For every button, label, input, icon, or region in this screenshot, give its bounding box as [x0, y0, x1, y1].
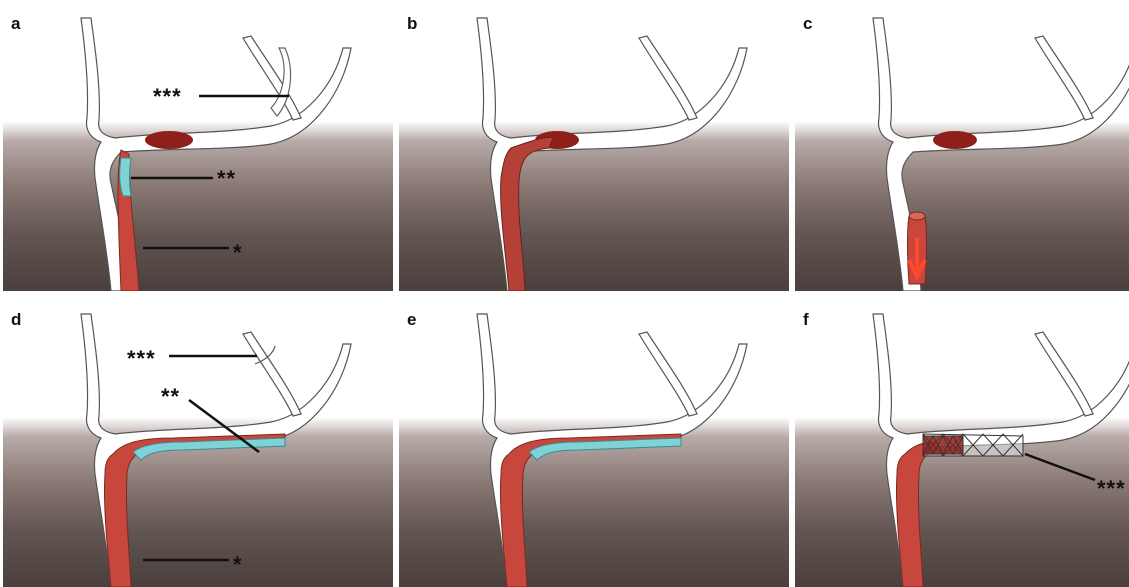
clot [145, 131, 193, 149]
panel-label-a: a [11, 14, 20, 34]
panel-f: f *** [795, 304, 1129, 587]
inner-catheter [120, 158, 131, 196]
panel-label-d: d [11, 310, 21, 330]
panel-d-illustration [3, 304, 393, 587]
annotation-inner-catheter-a: ** [217, 166, 236, 192]
panel-label-c: c [803, 14, 812, 34]
panel-e-illustration [399, 304, 789, 587]
annotation-guide-catheter-d: * [233, 552, 243, 578]
panel-d: d *** ** * [3, 304, 393, 587]
stent [923, 434, 1023, 456]
panel-b-illustration [399, 8, 789, 291]
annotation-stent-f: *** [1097, 476, 1126, 502]
annotation-inner-catheter-d: ** [161, 384, 180, 410]
panel-c: c [795, 8, 1129, 291]
panel-c-illustration [795, 8, 1129, 291]
panel-e: e [399, 304, 789, 587]
annotation-guide-catheter-a: * [233, 240, 243, 266]
panel-label-e: e [407, 310, 416, 330]
panel-label-b: b [407, 14, 417, 34]
panel-a: a *** ** * [3, 8, 393, 291]
panel-b: b [399, 8, 789, 291]
clot [933, 131, 977, 149]
panel-a-illustration [3, 8, 393, 291]
panel-f-illustration [795, 304, 1129, 587]
annotation-vessel-d: *** [127, 346, 156, 372]
panel-label-f: f [803, 310, 809, 330]
annotation-vessel-a: *** [153, 84, 182, 110]
